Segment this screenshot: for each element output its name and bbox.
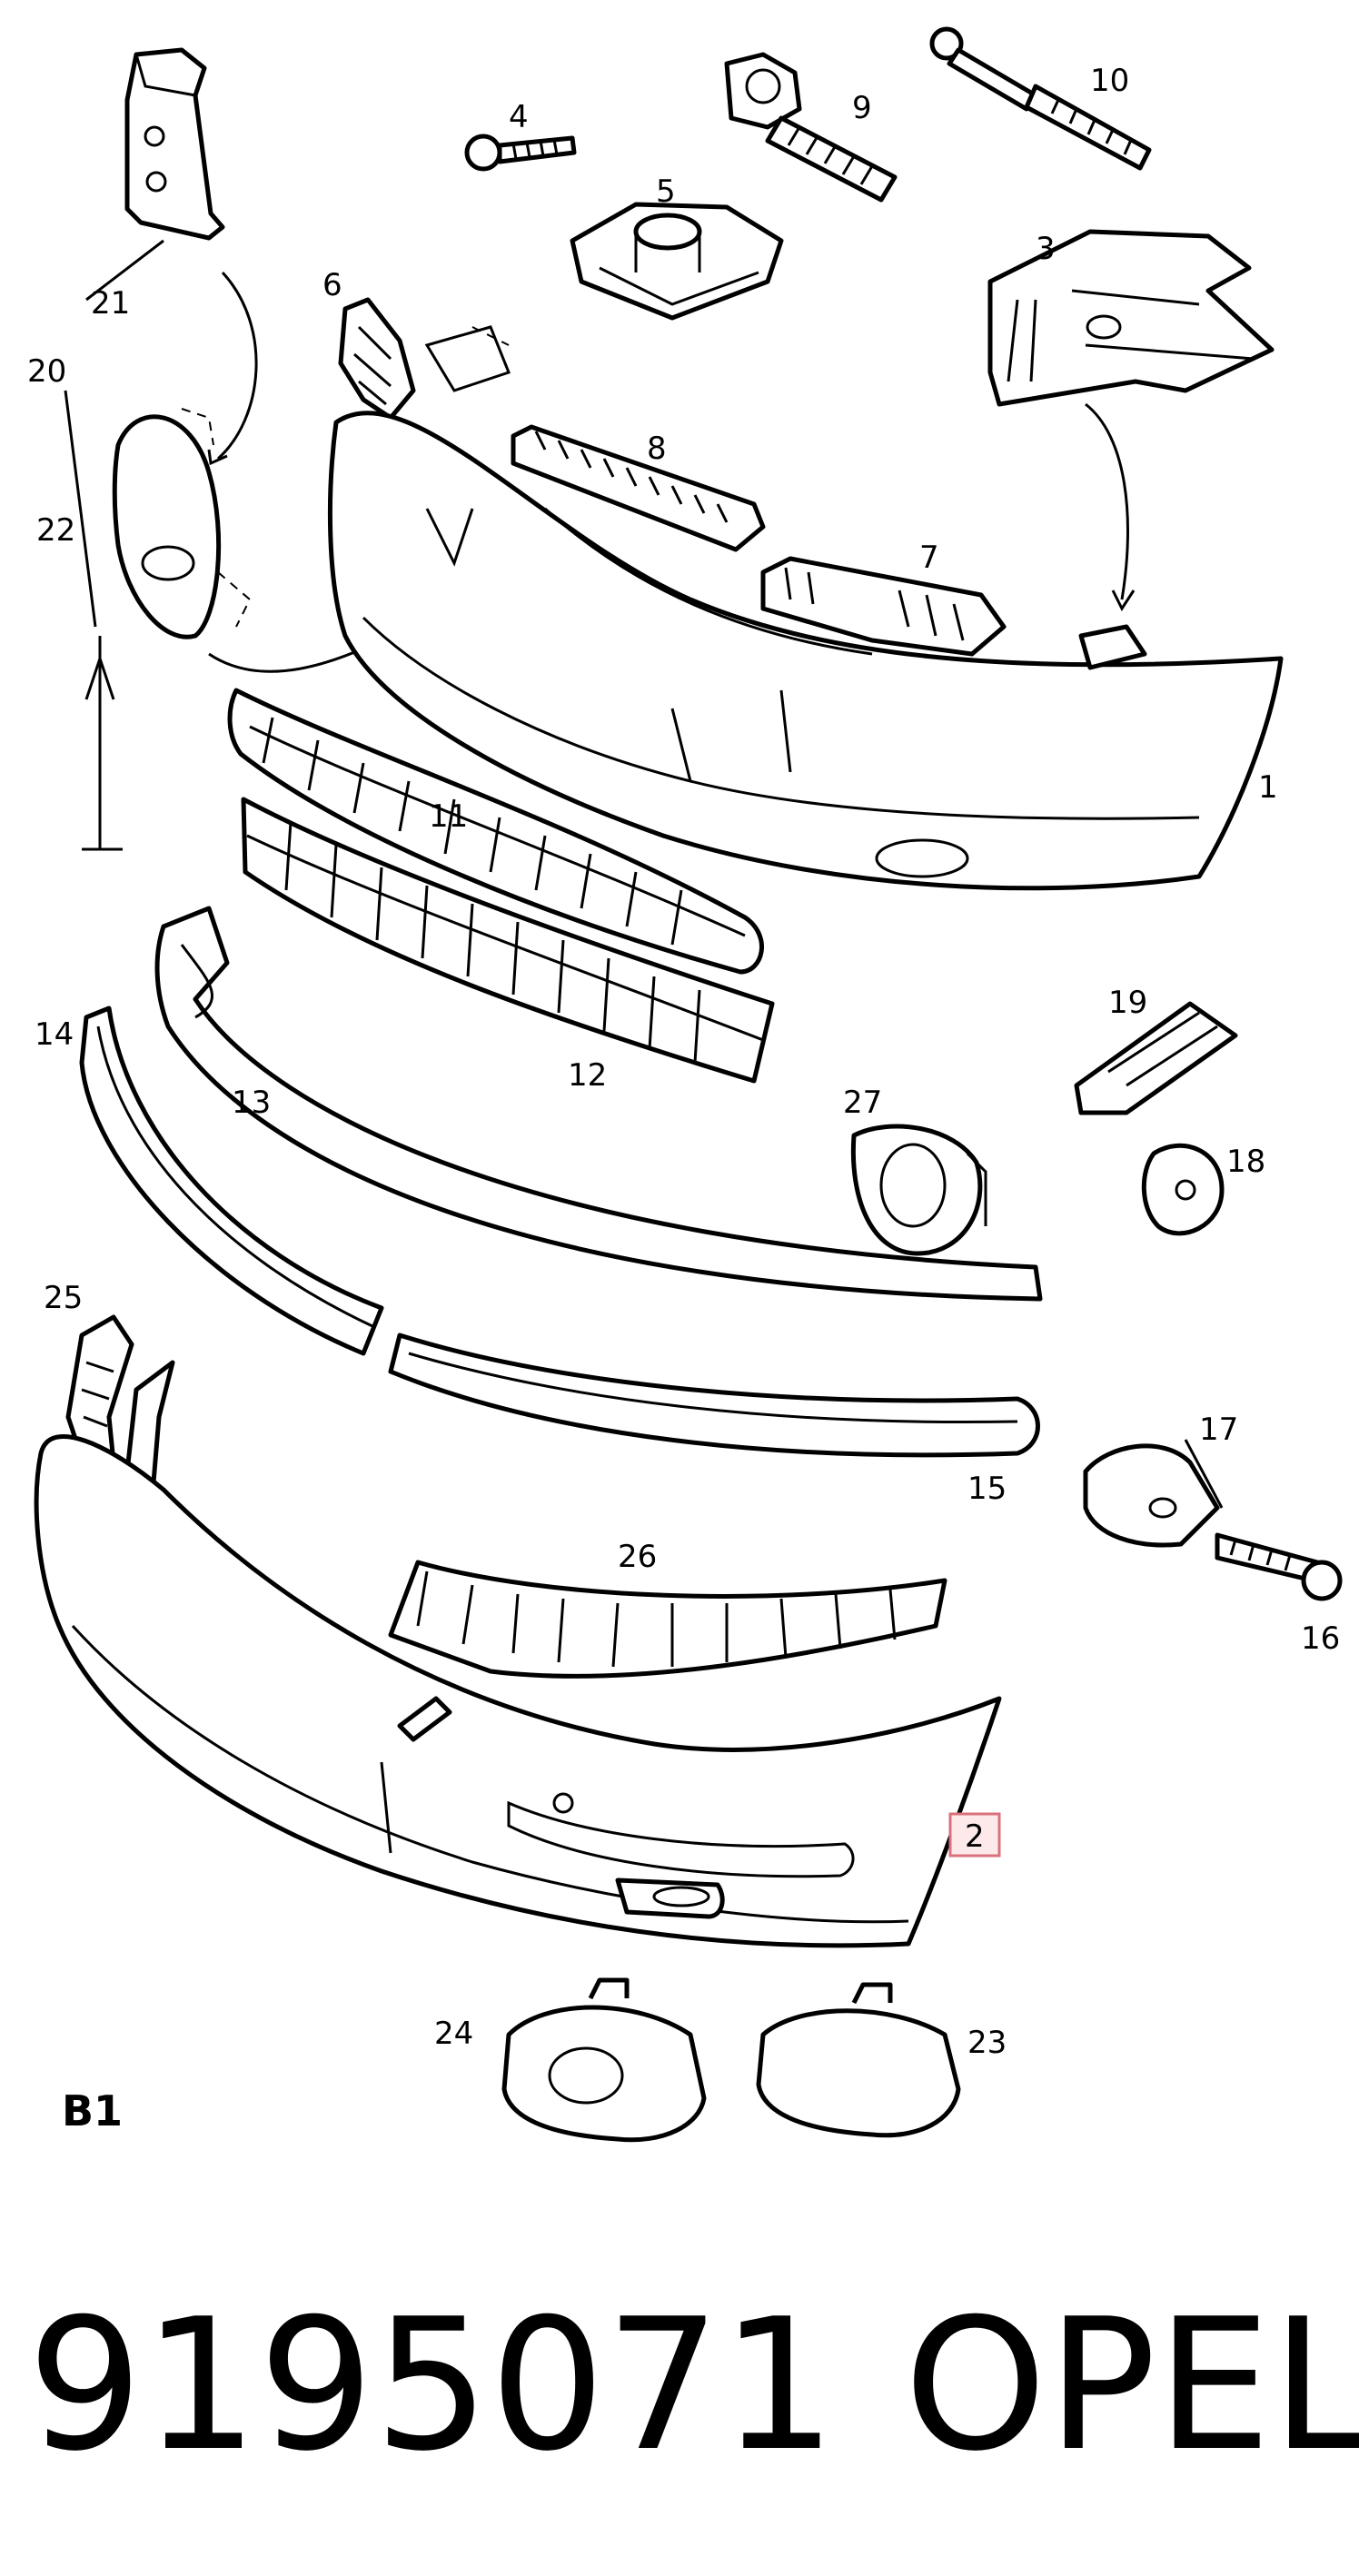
part-17-fastener: [1083, 1439, 1224, 1548]
part-12-grille: [241, 797, 775, 1084]
part-18-washer: [1141, 1143, 1225, 1236]
callout-labels: 1 2 3 4 5 6 7 8 9 10 11 12 13 14 15 16 1…: [27, 63, 1340, 2061]
part-23-blank-cover: [756, 1982, 961, 2138]
callout-11: 11: [429, 798, 468, 835]
part-7-bracket: [760, 556, 1007, 657]
callout-10: 10: [1090, 63, 1129, 99]
part-1-bumper-cover: [327, 325, 1284, 891]
callout-16: 16: [1301, 1620, 1340, 1657]
section-label: B1: [62, 2086, 123, 2135]
part-26-absorber: [388, 1560, 947, 1679]
part-5-clip: [570, 202, 784, 321]
part-14-molding: [79, 1006, 384, 1356]
callout-14: 14: [35, 1016, 74, 1053]
part-4-screw: [464, 134, 577, 172]
callout-13: 13: [232, 1085, 271, 1121]
part-16-screw: [1215, 1532, 1343, 1601]
callout-21: 21: [91, 285, 130, 322]
callout-26: 26: [618, 1539, 657, 1575]
callout-2-highlight: [948, 1812, 1001, 1858]
callout-1: 1: [1258, 769, 1278, 806]
callout-8: 8: [647, 431, 667, 467]
part-8-absorber: [511, 424, 766, 552]
part-3-bracket: [987, 229, 1275, 612]
callout-20: 20: [27, 353, 66, 390]
callout-18: 18: [1226, 1144, 1265, 1180]
part-11-grille: [227, 688, 764, 975]
part-15-molding: [388, 1333, 1040, 1458]
callout-12: 12: [568, 1057, 607, 1094]
part-20-cover: [112, 408, 252, 639]
callout-27: 27: [843, 1085, 882, 1121]
part-number: 9195071: [27, 2280, 837, 2492]
callout-5: 5: [656, 173, 676, 210]
part-19-clip: [1074, 1001, 1238, 1115]
callout-23: 23: [967, 2025, 1007, 2061]
callout-7: 7: [919, 540, 939, 576]
part-21-bracket: [124, 47, 225, 241]
part-13-strip: [154, 906, 1043, 1302]
callout-15: 15: [967, 1471, 1007, 1507]
part-10-rivet: [929, 26, 1152, 171]
part-2-bumper: [34, 1434, 1002, 1948]
part-27-grommet: [850, 1124, 987, 1256]
callout-4: 4: [509, 99, 529, 135]
callout-2: 2: [965, 1818, 985, 1855]
part-9-bolt: [724, 52, 898, 203]
part-24-fog-cover: [501, 1977, 707, 2143]
callout-24: 24: [434, 2016, 473, 2052]
callout-9: 9: [852, 90, 872, 126]
callout-6: 6: [322, 267, 342, 303]
callout-25: 25: [44, 1280, 83, 1316]
callout-17: 17: [1199, 1412, 1238, 1448]
callout-3: 3: [1036, 231, 1056, 267]
brand-name: OPEL: [904, 2280, 1359, 2492]
callout-19: 19: [1108, 985, 1147, 1021]
part-6-bracket: [338, 297, 416, 421]
callout-22: 22: [36, 512, 75, 549]
